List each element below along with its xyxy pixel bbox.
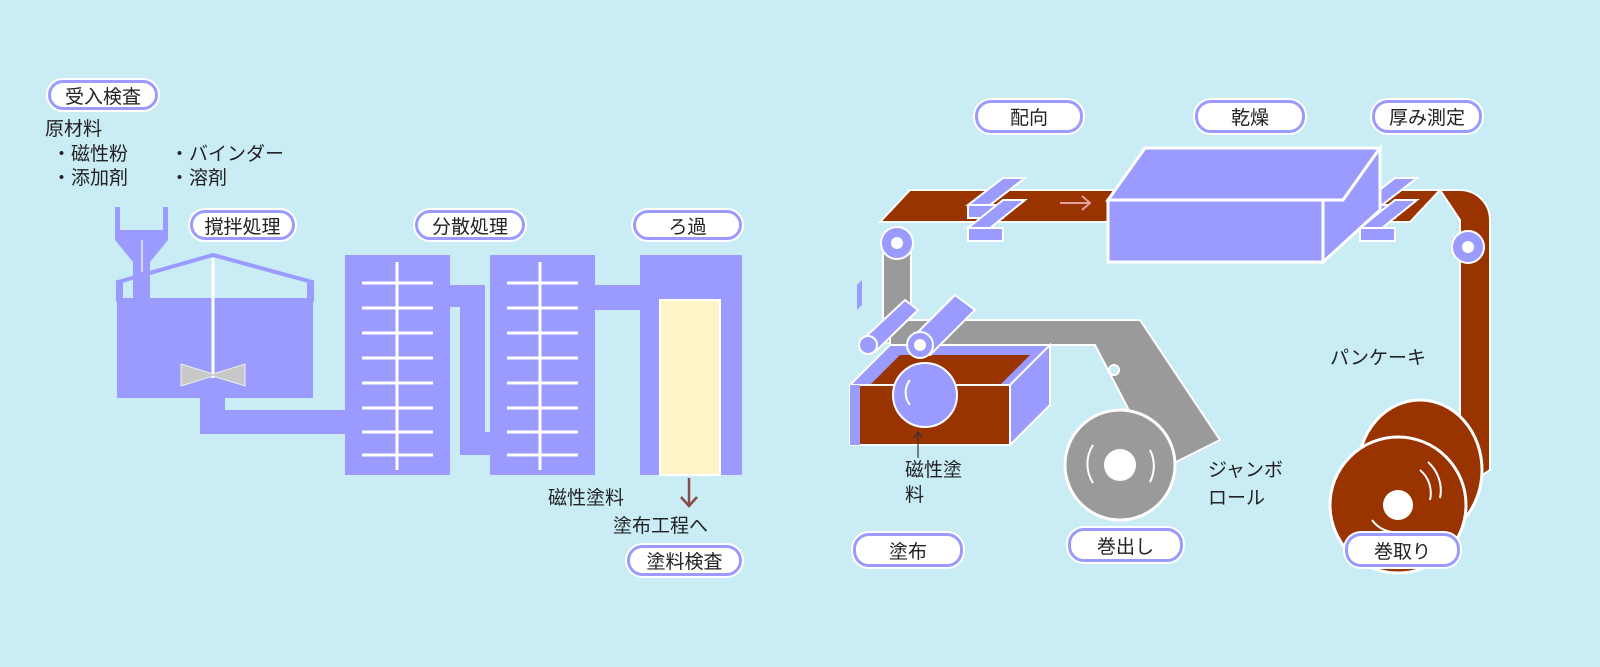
dispersion-mill-1 [345, 255, 450, 475]
unwind-roll [1063, 408, 1177, 522]
right-arrow-icon [1060, 195, 1092, 211]
impeller-icon [180, 363, 246, 387]
to-coating-process: 塗布工程へ [613, 515, 709, 537]
orientation-magnets [965, 177, 1028, 242]
material-additive: ・添加剤 [52, 167, 129, 189]
material-solvent: ・溶剤 [170, 167, 228, 189]
pipe [200, 285, 643, 455]
label-drying: 乾燥 [1195, 100, 1305, 133]
material-binder: ・バインダー [170, 143, 285, 165]
dryer [1105, 143, 1383, 266]
label-receiving-inspection: 受入検査 [48, 80, 158, 110]
tape-rollers [857, 226, 1485, 310]
label-unwind: 巻出し [1068, 528, 1183, 562]
raw-materials-title: 原材料 [45, 118, 103, 140]
label-magnetic-paint-2: 料 [905, 484, 925, 506]
label-winding: 巻取り [1345, 533, 1460, 567]
label-pancake: パンケーキ [1330, 347, 1426, 369]
label-coating: 塗布 [853, 533, 963, 567]
coating-pan [847, 342, 1053, 448]
label-magnetic-paint-1: 磁性塗 [905, 459, 963, 481]
up-arrow-icon [913, 430, 923, 458]
mixing-tank [116, 252, 314, 398]
filter-unit [640, 255, 742, 476]
label-orientation: 配向 [975, 100, 1083, 133]
label-jumbo-roll-1: ジャンボ [1208, 459, 1284, 481]
hopper [115, 207, 168, 300]
label-paint-inspection: 塗料検査 [627, 545, 742, 576]
label-jumbo-roll-2: ロール [1208, 487, 1266, 509]
down-arrow-icon [680, 478, 698, 508]
output-magnetic-paint: 磁性塗料 [548, 487, 625, 509]
label-mixing: 撹拌処理 [190, 210, 295, 240]
label-thickness-measurement: 厚み測定 [1372, 100, 1482, 133]
dispersion-mill-2 [490, 255, 595, 475]
material-magnetic-powder: ・磁性粉 [52, 143, 129, 165]
label-filtration: ろ過 [633, 210, 742, 240]
label-dispersion: 分散処理 [415, 210, 525, 240]
guide-rollers [858, 293, 1120, 376]
